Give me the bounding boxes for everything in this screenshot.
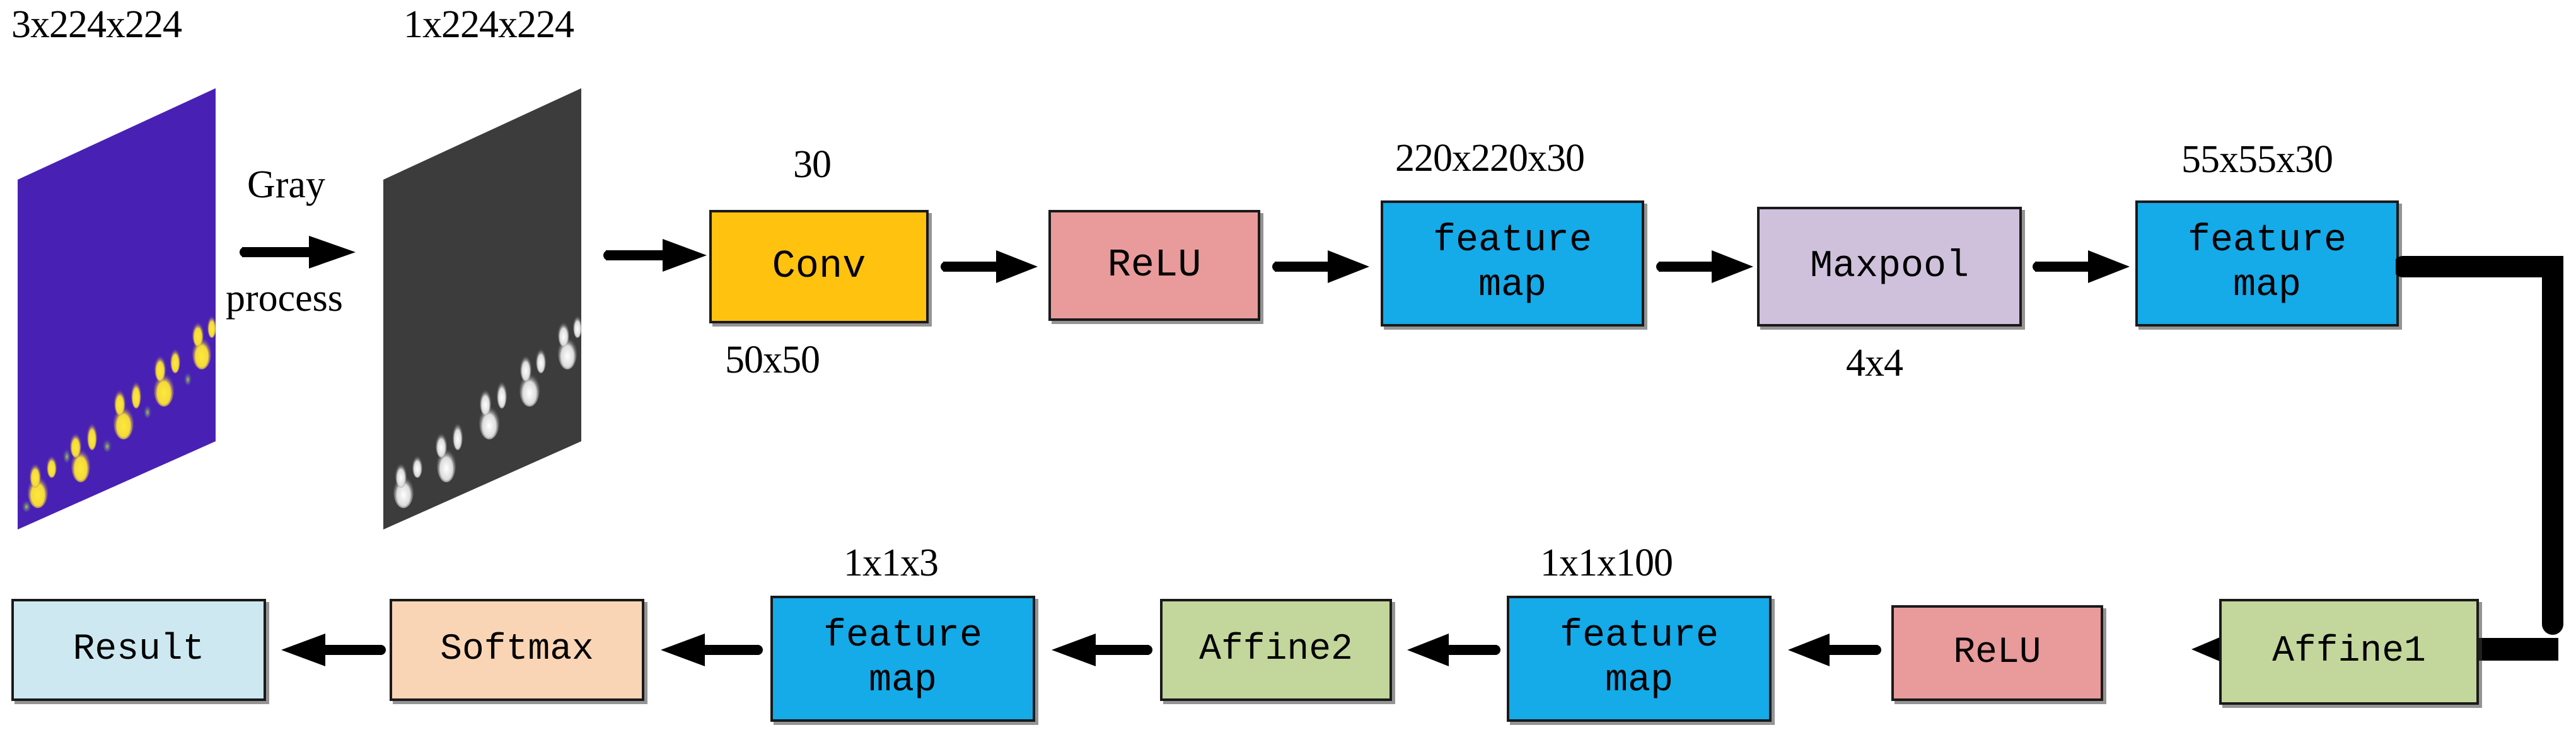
node-softmax[interactable]: Softmax [390, 599, 644, 701]
node-feature-map-1[interactable]: feature map [1381, 200, 1644, 327]
node-affine-2[interactable]: Affine2 [1160, 599, 1392, 701]
node-feature-map-3[interactable]: feature map [1507, 596, 1772, 722]
arrow-maxpool-to-featuremap-2 [2031, 248, 2132, 286]
node-conv[interactable]: Conv [709, 210, 929, 323]
node-maxpool[interactable]: Maxpool [1757, 207, 2022, 327]
connector-featuremap-2-to-affine-1 [2396, 246, 2576, 675]
gray-image-plate [378, 88, 586, 530]
node-relu-1[interactable]: ReLU [1048, 210, 1260, 321]
conv-label-below: 50x50 [725, 339, 820, 381]
node-affine-2-label: Affine2 [1199, 628, 1353, 670]
node-feature-map-1-label-line1: feature [1432, 219, 1593, 263]
node-feature-map-4[interactable]: feature map [770, 596, 1035, 722]
input-plate-dimension-label: 3x224x224 [11, 3, 182, 46]
arrow-conv-to-relu [939, 248, 1040, 286]
node-affine-1-label: Affine1 [2272, 630, 2426, 672]
arrow-featuremap-3-to-affine-2 [1402, 631, 1500, 669]
arrow-featuremap-4-to-softmax [656, 631, 763, 669]
arrow-relu-to-featuremap-1 [1271, 248, 1372, 286]
maxpool-label-below: 4x4 [1846, 342, 1903, 385]
arrow-gray-to-conv [602, 236, 709, 274]
arrow-featuremap-1-to-maxpool [1655, 248, 1756, 286]
featuremap-4-label-above: 1x1x3 [844, 541, 939, 584]
featuremap-2-label-above: 55x55x30 [2181, 138, 2333, 181]
input-image-plate [13, 88, 221, 530]
node-relu-2[interactable]: ReLU [1891, 605, 2103, 701]
node-feature-map-4-label-line1: feature [823, 615, 983, 658]
conv-label-above: 30 [793, 143, 832, 186]
gray-process-label-top: Gray [247, 163, 325, 206]
arrow-relu-2-to-featuremap-3 [1783, 631, 1881, 669]
node-result-label: Result [73, 628, 205, 670]
node-affine-1[interactable]: Affine1 [2219, 599, 2479, 705]
featuremap-3-label-above: 1x1x100 [1540, 541, 1673, 584]
node-conv-label: Conv [772, 244, 866, 289]
arrow-softmax-to-result [276, 631, 386, 669]
node-relu-2-label: ReLU [1953, 632, 2041, 673]
node-result[interactable]: Result [11, 599, 266, 701]
gray-process-label-bottom: process [226, 277, 343, 320]
node-feature-map-4-label-line2: map [868, 659, 937, 702]
gray-plate-dimension-label: 1x224x224 [403, 3, 574, 46]
node-feature-map-2-label-line2: map [2232, 264, 2302, 307]
node-relu-1-label: ReLU [1107, 243, 1202, 288]
node-feature-map-2-label-line1: feature [2187, 219, 2347, 263]
node-maxpool-label: Maxpool [1809, 245, 1970, 288]
arrow-affine-2-to-featuremap-4 [1047, 631, 1152, 669]
featuremap-1-label-above: 220x220x30 [1395, 137, 1585, 180]
node-feature-map-3-label-line2: map [1604, 659, 1674, 702]
node-softmax-label: Softmax [440, 628, 594, 670]
node-feature-map-2[interactable]: feature map [2135, 200, 2399, 327]
node-feature-map-1-label-line2: map [1478, 264, 1547, 307]
arrow-input-to-gray [238, 233, 358, 271]
node-feature-map-3-label-line1: feature [1559, 615, 1719, 658]
